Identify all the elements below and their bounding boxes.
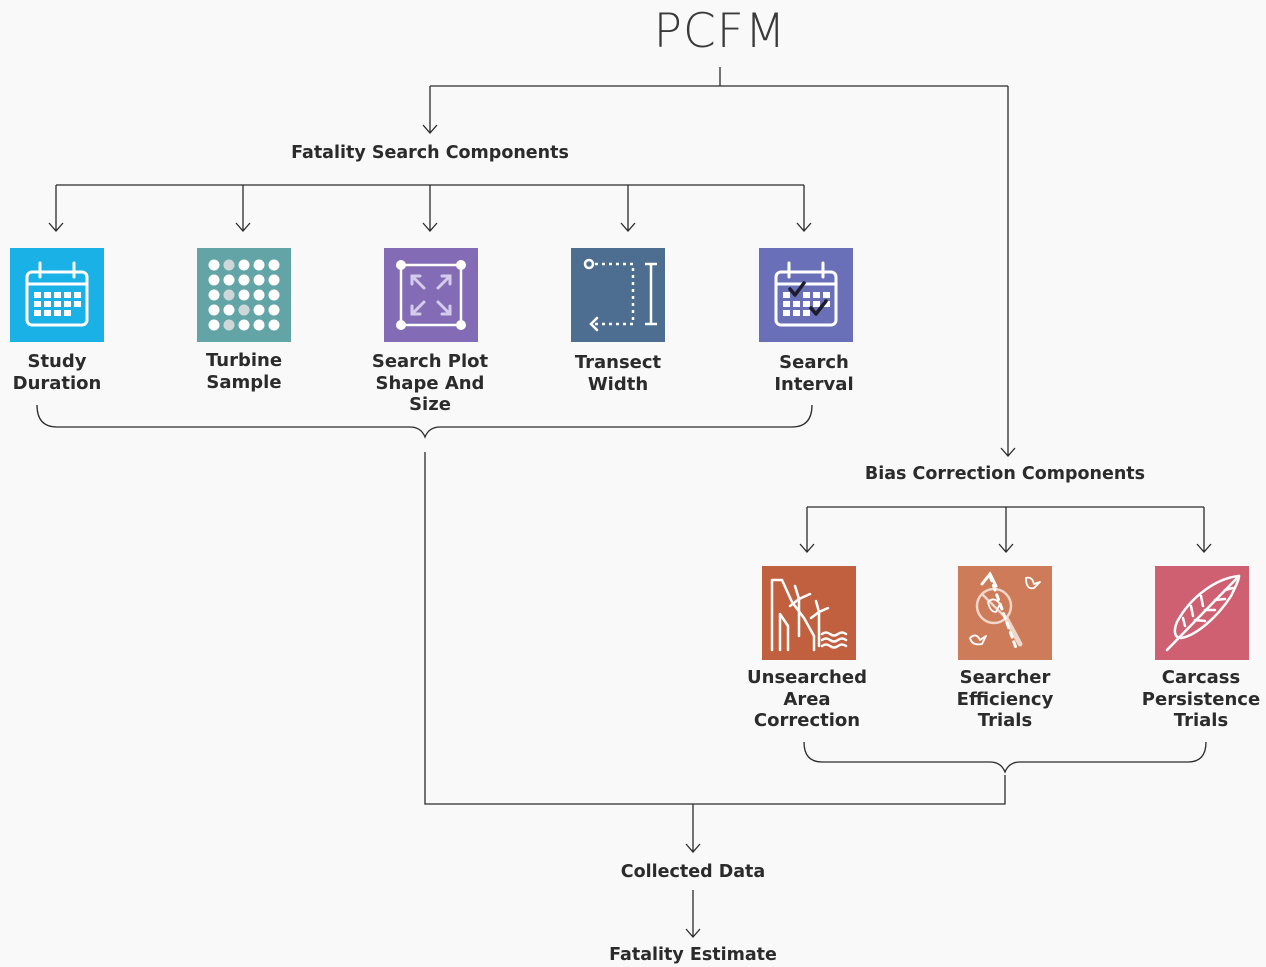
connector-pcfm: [429, 67, 1009, 455]
feather-icon: [1155, 566, 1249, 660]
calendar-icon: [10, 248, 104, 342]
fatality-search-heading: Fatality Search Components: [291, 143, 569, 163]
bird-search-icon: [958, 566, 1052, 660]
arrowhead: [685, 928, 701, 938]
diagram-title: PCFM: [653, 4, 787, 59]
bias-correction-heading: Bias Correction Components: [864, 464, 1146, 484]
calendar-check-icon: [759, 248, 853, 342]
arrowhead: [422, 124, 438, 134]
brace-fatality: [36, 404, 813, 439]
dot-grid-icon: [197, 248, 291, 342]
arrowhead: [799, 543, 1212, 553]
fatality-estimate-label: Fatality Estimate: [609, 945, 777, 965]
arrowhead: [48, 222, 812, 232]
connector-fatality-branches: [55, 184, 805, 230]
transect-width-icon: [571, 248, 665, 342]
arrowhead: [1000, 447, 1016, 457]
brace-bias: [803, 741, 1207, 774]
arrowhead: [685, 843, 701, 853]
wind-turbine-terrain-icon: [762, 566, 856, 660]
collected-data-label: Collected Data: [620, 862, 766, 882]
expand-arrows-icon: [384, 248, 478, 342]
connector-merge: [424, 452, 1006, 851]
connector-bias-branches: [806, 506, 1205, 551]
